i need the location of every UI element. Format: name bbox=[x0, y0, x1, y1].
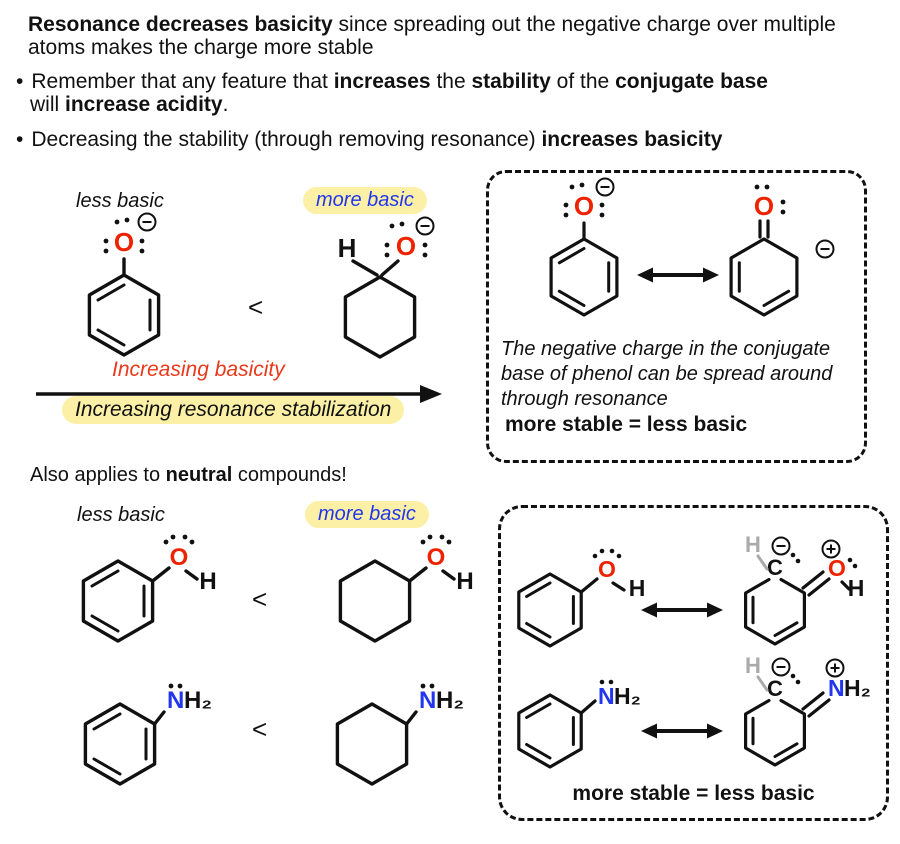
more-basic-label-row1: more basic bbox=[303, 187, 427, 214]
oxygen-atom-label: O bbox=[828, 555, 846, 581]
hydrogen-atom-label: H bbox=[338, 233, 357, 263]
h2-label: H₂ bbox=[844, 675, 871, 701]
phenoxide-resonance-scheme: O O bbox=[549, 177, 835, 317]
arrowhead bbox=[420, 385, 442, 403]
h2-label: H₂ bbox=[436, 687, 464, 714]
bullet-marker: • bbox=[16, 128, 24, 151]
more-basic-label-row2: more basic bbox=[305, 501, 429, 528]
plus-charge-icon bbox=[825, 658, 845, 678]
minus-charge-icon bbox=[595, 177, 615, 197]
aniline-structure: N H₂ bbox=[83, 683, 212, 786]
nitrogen-atom-label: N bbox=[598, 683, 615, 709]
less-basic-label-row1: less basic bbox=[76, 190, 164, 212]
minus-charge-icon bbox=[815, 239, 835, 259]
box1-caption-line2: base of phenol can be spread around bbox=[501, 363, 833, 385]
increasing-basicity-label: Increasing basicity bbox=[112, 358, 285, 381]
cyclohexanolate-structure: H O bbox=[338, 216, 435, 359]
dienone-ring bbox=[729, 237, 799, 317]
gray-hydrogen-label: H bbox=[745, 536, 761, 557]
plus-charge-icon bbox=[821, 539, 841, 559]
double-bonds bbox=[96, 283, 152, 347]
dienone-ring bbox=[744, 577, 806, 646]
resonance-arrow-icon bbox=[639, 721, 725, 741]
box2-conclusion: more stable = less basic bbox=[572, 782, 815, 805]
benzene-ring bbox=[517, 572, 583, 648]
minus-charge-icon bbox=[771, 657, 791, 677]
oxygen-atom-label: O bbox=[396, 231, 416, 261]
less-than-row1: < bbox=[248, 292, 264, 322]
oxygen-atom-label: O bbox=[427, 544, 446, 571]
cyclohexylamine-structure: N H₂ bbox=[335, 683, 464, 786]
h2-label: H₂ bbox=[614, 683, 641, 709]
gray-hydrogen-label: H bbox=[745, 656, 761, 678]
intro-line2: atoms makes the charge more stable bbox=[28, 36, 374, 59]
nitrogen-atom-label: N bbox=[828, 675, 845, 701]
benzene-ring bbox=[81, 559, 155, 643]
phenol-resonance-scheme: O H C H O H bbox=[517, 536, 865, 648]
oxygen-atom-label: O bbox=[574, 191, 594, 221]
less-basic-label-row2: less basic bbox=[77, 504, 165, 526]
intro-rest: since spreading out the negative charge … bbox=[332, 13, 836, 36]
box1-conclusion: more stable = less basic bbox=[505, 413, 748, 436]
neutral-resonance-box: O H C H O H N H₂ bbox=[498, 505, 889, 821]
nitrogen-atom-label: N bbox=[167, 687, 184, 714]
cyclohexane-ring bbox=[343, 275, 417, 359]
hydrogen-atom-label: H bbox=[199, 568, 216, 595]
bullet1-line1: •Remember that any feature that increase… bbox=[16, 70, 768, 93]
intro-line1: Resonance decreases basicity since sprea… bbox=[28, 13, 836, 36]
oxygen-atom-label: O bbox=[598, 556, 616, 582]
benzene-ring bbox=[549, 237, 619, 317]
hydrogen-atom-label: H bbox=[848, 575, 865, 601]
minus-charge-icon bbox=[137, 212, 157, 232]
benzene-ring bbox=[87, 273, 161, 357]
intro-bold: Resonance decreases basicity bbox=[28, 13, 333, 36]
phenoxide-structure: O bbox=[87, 212, 161, 357]
resonance-arrow-icon bbox=[635, 265, 721, 285]
resonance-arrow-icon bbox=[639, 600, 725, 620]
also-applies-line: Also applies to neutral compounds! bbox=[30, 464, 347, 486]
cyclohexanol-structure: O H bbox=[338, 534, 474, 643]
c-o-bond bbox=[380, 259, 400, 277]
hydrogen-atom-label: H bbox=[629, 575, 646, 601]
aniline-resonance-scheme: N H₂ C H N H₂ bbox=[517, 656, 871, 769]
minus-charge-icon bbox=[771, 536, 791, 556]
phenol-structure: O H bbox=[81, 534, 217, 643]
increasing-resonance-label: Increasing resonance stabilization bbox=[62, 396, 405, 424]
c-h-bond bbox=[351, 259, 379, 277]
bullet1-line2: will increase acidity. bbox=[30, 93, 229, 116]
dienone-ring bbox=[744, 698, 806, 767]
phenoxide-resonance-box: O O The negative charge in the conjugate… bbox=[486, 170, 867, 463]
basicity-axis-arrow bbox=[36, 385, 442, 403]
oxygen-atom-label: O bbox=[114, 227, 134, 257]
carbon-atom-label: C bbox=[767, 555, 783, 580]
oxygen-atom-label: O bbox=[754, 191, 774, 221]
box1-caption-line3: through resonance bbox=[501, 388, 668, 410]
h2-label: H₂ bbox=[184, 687, 212, 714]
bullet2-line: •Decreasing the stability (through remov… bbox=[16, 128, 723, 151]
less-than-row3: < bbox=[252, 714, 268, 744]
benzene-ring bbox=[517, 693, 583, 769]
box1-caption-line1: The negative charge in the conjugate bbox=[501, 338, 831, 360]
less-than-row2: < bbox=[252, 584, 268, 614]
bullet-marker: • bbox=[16, 70, 24, 93]
cyclohexane-ring bbox=[335, 702, 409, 786]
carbon-atom-label: C bbox=[767, 676, 783, 701]
oxygen-atom-label: O bbox=[170, 544, 189, 571]
cyclohexane-ring bbox=[338, 559, 412, 643]
minus-charge-icon bbox=[415, 216, 435, 236]
hydrogen-atom-label: H bbox=[456, 568, 473, 595]
benzene-ring bbox=[83, 702, 157, 786]
nitrogen-atom-label: N bbox=[419, 687, 436, 714]
